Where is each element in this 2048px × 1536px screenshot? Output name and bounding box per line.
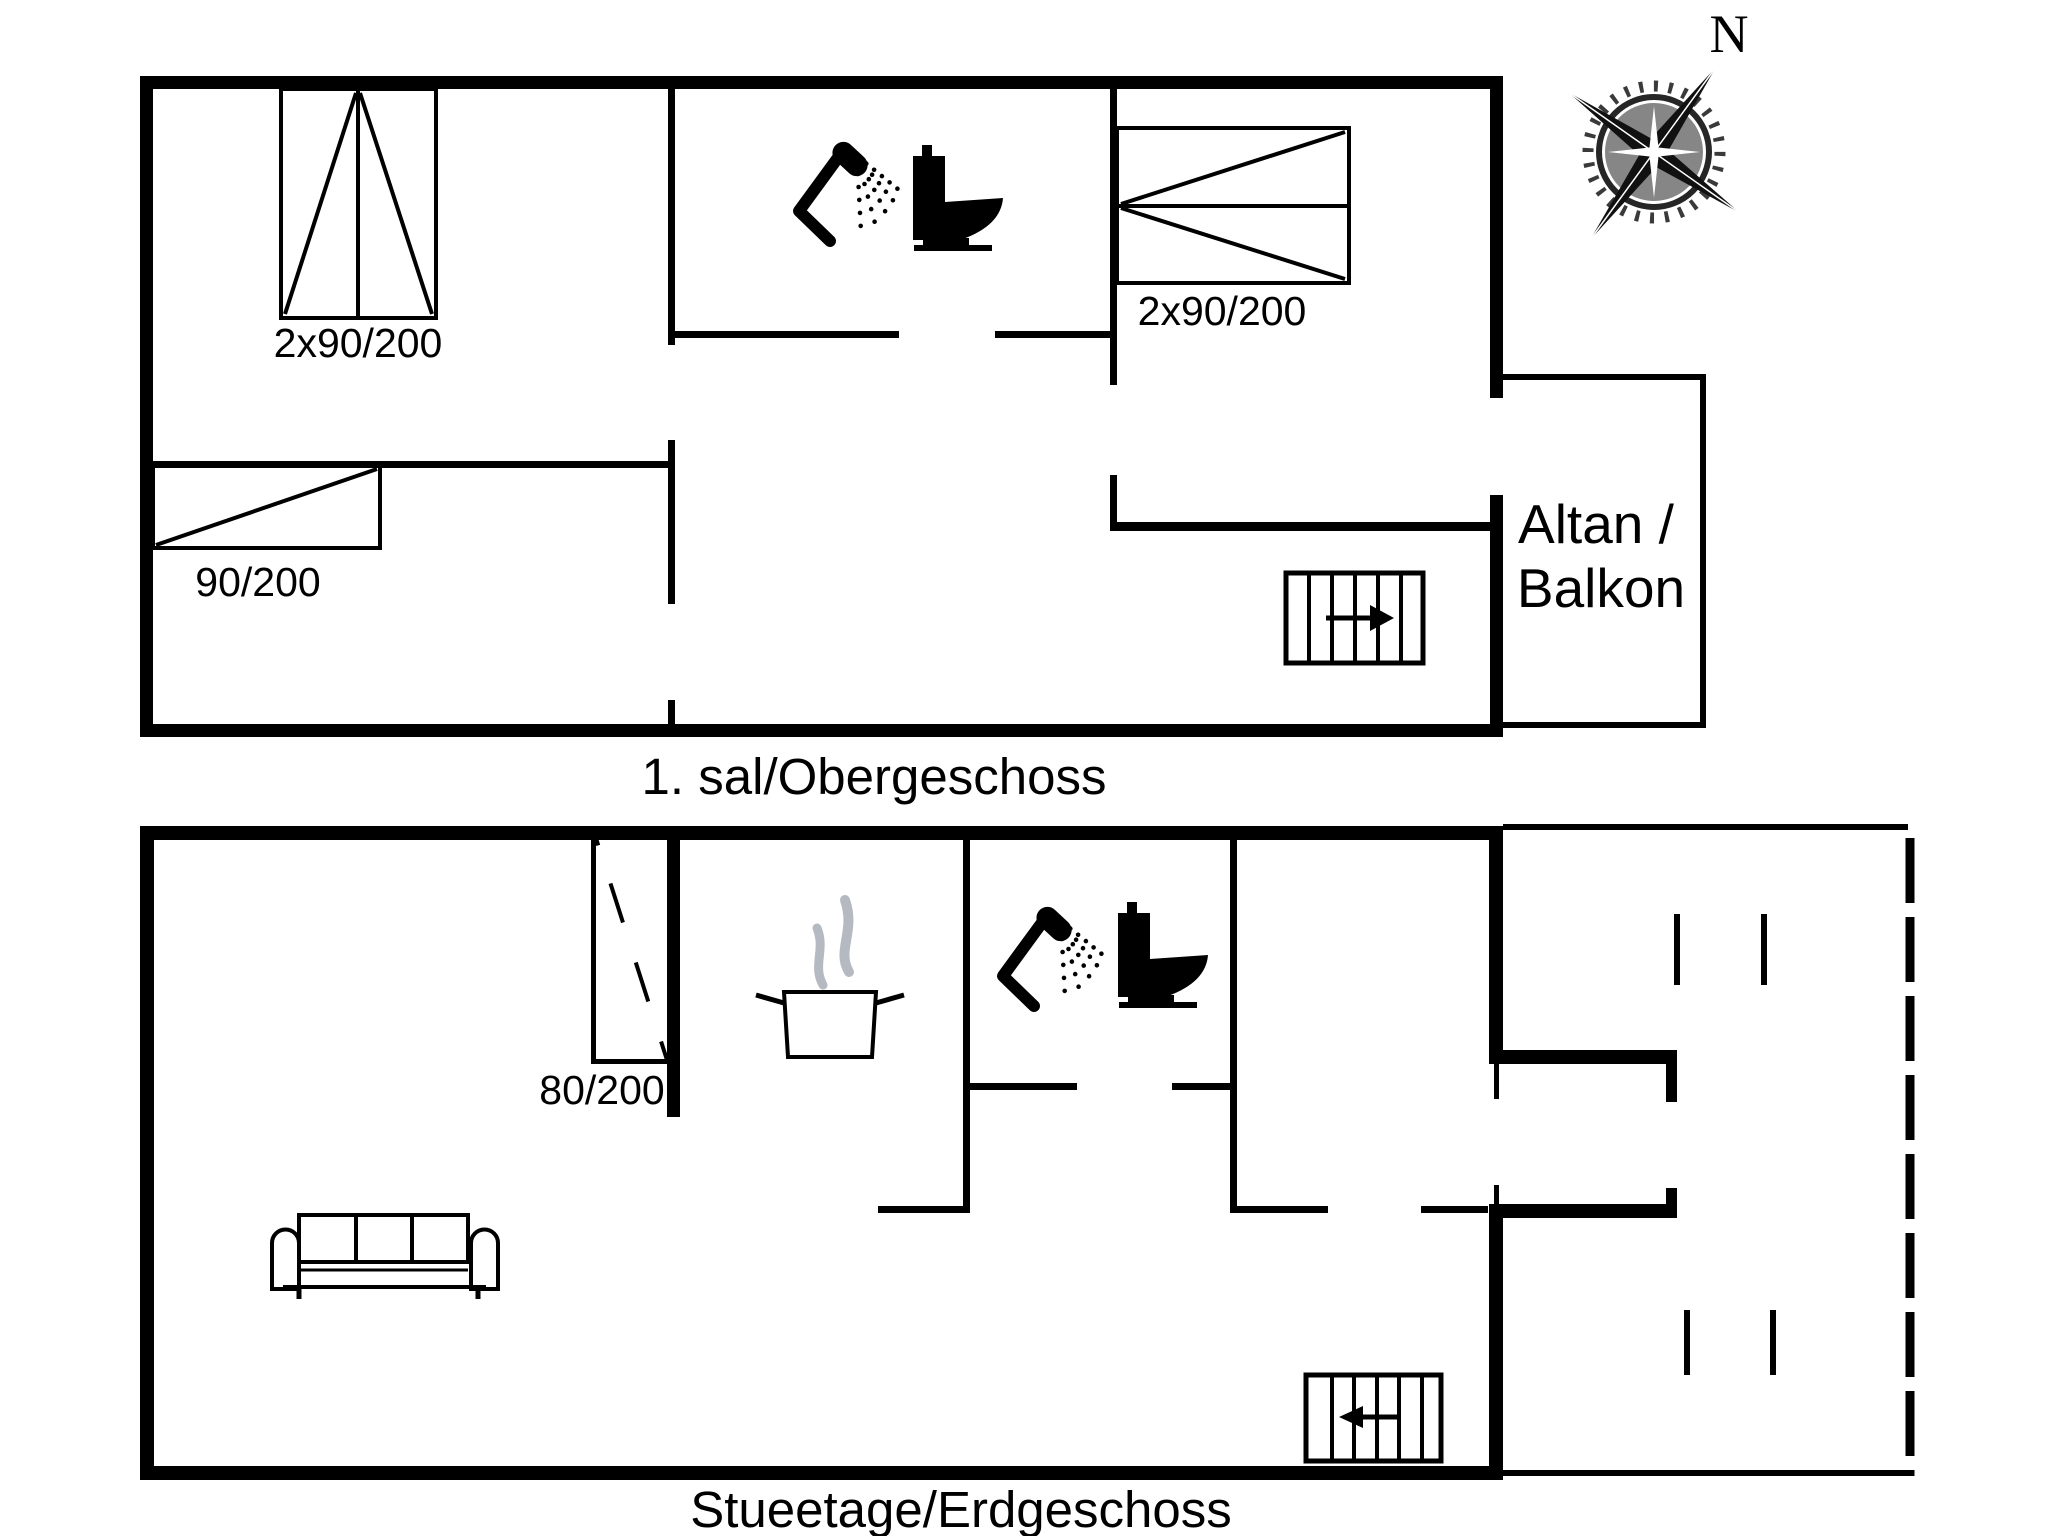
- svg-text:N: N: [1710, 4, 1749, 64]
- svg-text:80/200: 80/200: [539, 1067, 664, 1113]
- svg-text:90/200: 90/200: [195, 559, 320, 605]
- svg-text:Balkon: Balkon: [1517, 557, 1685, 619]
- svg-text:2x90/200: 2x90/200: [1138, 288, 1307, 334]
- svg-text:Altan /: Altan /: [1518, 493, 1675, 555]
- svg-text:1. sal/Obergeschoss: 1. sal/Obergeschoss: [642, 748, 1107, 805]
- svg-text:Stueetage/Erdgeschoss: Stueetage/Erdgeschoss: [690, 1481, 1232, 1536]
- svg-text:2x90/200: 2x90/200: [274, 320, 443, 366]
